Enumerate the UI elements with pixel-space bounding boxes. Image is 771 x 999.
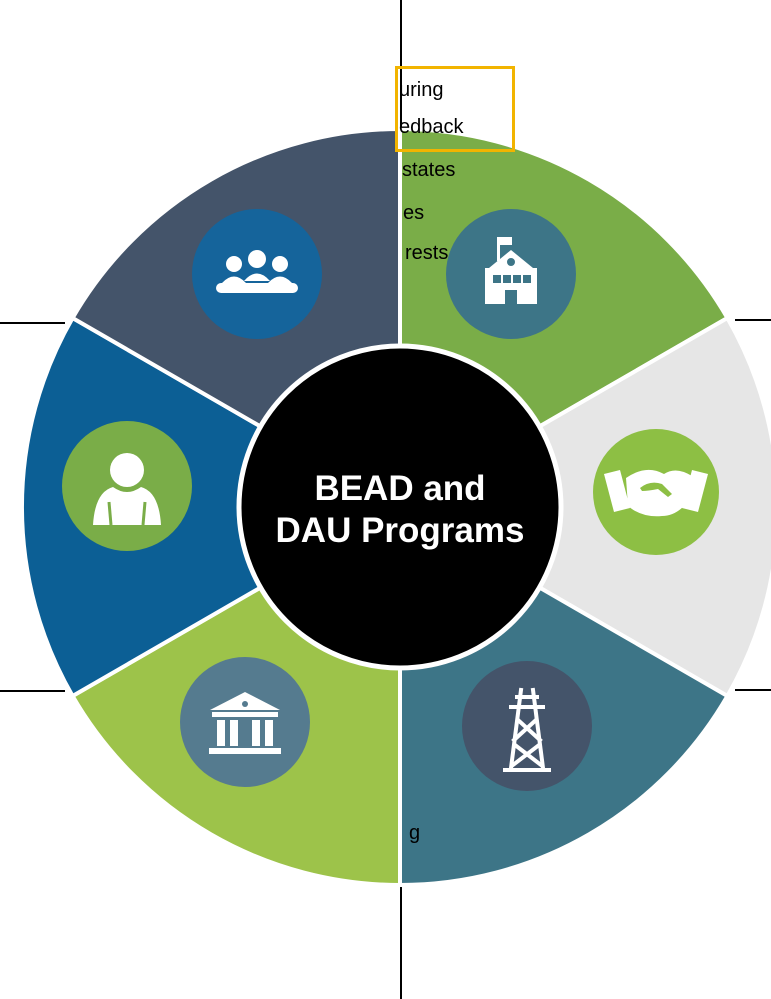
power-tower-icon bbox=[462, 661, 592, 791]
segment-icons bbox=[62, 209, 719, 791]
handshake-icon bbox=[593, 429, 719, 555]
highlight-callout-box bbox=[395, 66, 515, 152]
center-title-line-1: BEAD and bbox=[314, 469, 485, 508]
text-fragment-1: uring bbox=[399, 79, 444, 101]
center-hub: BEAD and DAU Programs bbox=[236, 343, 564, 671]
text-fragment-2: edback bbox=[399, 116, 464, 138]
person-icon bbox=[62, 421, 192, 551]
text-fragment-4: es bbox=[403, 202, 425, 224]
segment-education bbox=[395, 315, 771, 699]
text-fragment-6: g bbox=[409, 822, 421, 844]
segment-government bbox=[20, 315, 405, 699]
center-title-line-2: DAU Programs bbox=[276, 511, 525, 550]
text-fragment-3: states bbox=[402, 159, 456, 181]
government-building-icon bbox=[180, 657, 310, 787]
people-meeting-icon bbox=[192, 209, 322, 339]
school-building-icon bbox=[446, 209, 576, 339]
text-fragment-5: rests bbox=[405, 242, 449, 264]
